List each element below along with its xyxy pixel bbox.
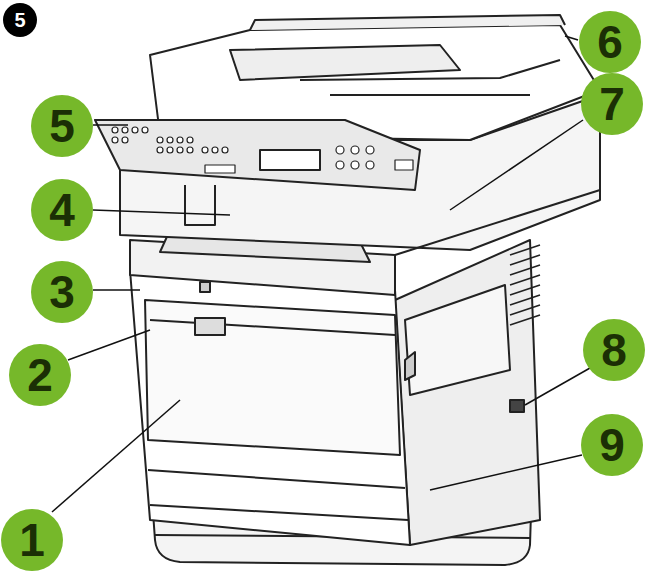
callout-number: 7 — [581, 73, 643, 135]
callout-number: 9 — [581, 414, 643, 476]
callout-number: 2 — [9, 344, 71, 406]
callout-number: 8 — [583, 319, 645, 381]
callout-number: 6 — [579, 11, 641, 73]
callout-number: 3 — [31, 261, 93, 323]
callout-number: 1 — [1, 509, 63, 571]
callout-number: 4 — [31, 179, 93, 241]
callout-number: 5 — [31, 95, 93, 157]
callout-number: 5 — [3, 3, 37, 37]
